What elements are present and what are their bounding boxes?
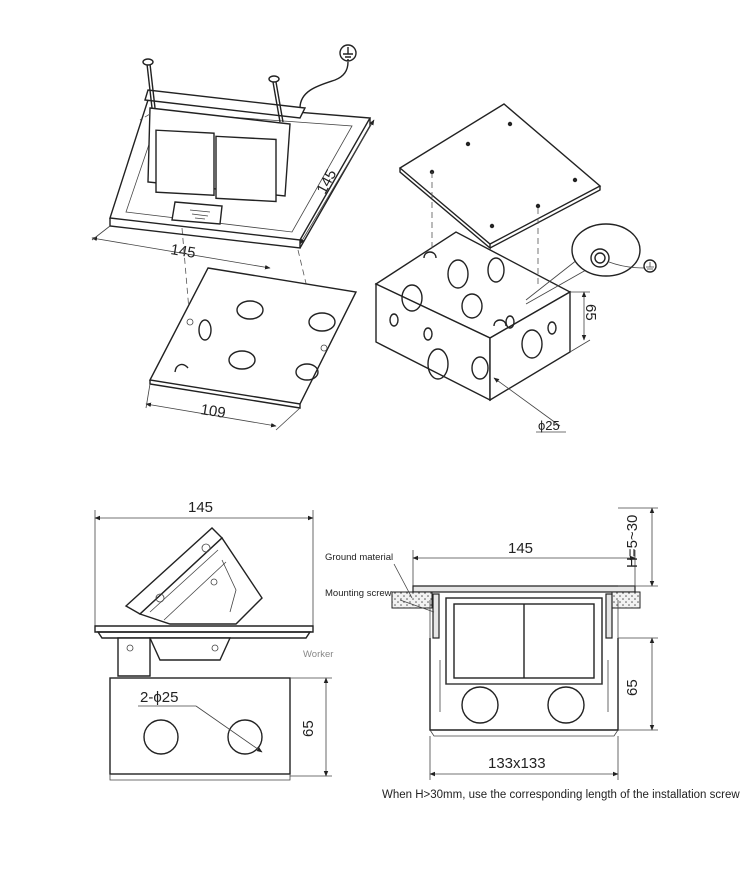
label-mounting-screw: Mounting screw — [325, 588, 392, 599]
dim-label-h: H=5~30 — [624, 515, 641, 568]
junction-box-cover — [398, 103, 602, 250]
installation-note: When H>30mm, use the corresponding lengt… — [382, 789, 740, 801]
ground-screw-detail — [525, 223, 657, 305]
label-ground-material: Ground material — [325, 552, 393, 563]
side-view: 145 2-ϕ25 65 Worker — [94, 499, 333, 781]
dim-label-65-c: 65 — [624, 679, 641, 696]
dim-top-left-width: 145 — [91, 225, 271, 270]
ground-symbol-icon-2 — [643, 259, 657, 273]
dim-label-65-a: 65 — [582, 304, 599, 321]
dim-label-145-d: 145 — [508, 540, 533, 557]
dim-label-phi25: ϕ25 — [538, 418, 560, 433]
base-plate — [148, 267, 358, 409]
dim-base-plate-width: 109 — [145, 383, 301, 431]
popup-socket-isometric — [109, 44, 372, 249]
dim-label-145-c: 145 — [188, 499, 213, 516]
dim-label-2-phi25: 2-ϕ25 — [140, 689, 178, 706]
dim-knockout-diameter: ϕ25 — [493, 377, 566, 433]
dim-junction-box-height: 65 — [569, 291, 599, 353]
dim-label-65-b: 65 — [300, 720, 317, 737]
dim-label-133: 133x133 — [488, 755, 546, 772]
section-view: 145 H=5~30 65 133x133 — [325, 507, 658, 780]
dim-label-145-a: 145 — [169, 241, 196, 262]
dim-label-109: 109 — [199, 401, 226, 422]
label-worker: Worker — [303, 649, 333, 660]
junction-box — [374, 231, 572, 402]
ground-symbol-icon — [339, 44, 357, 62]
